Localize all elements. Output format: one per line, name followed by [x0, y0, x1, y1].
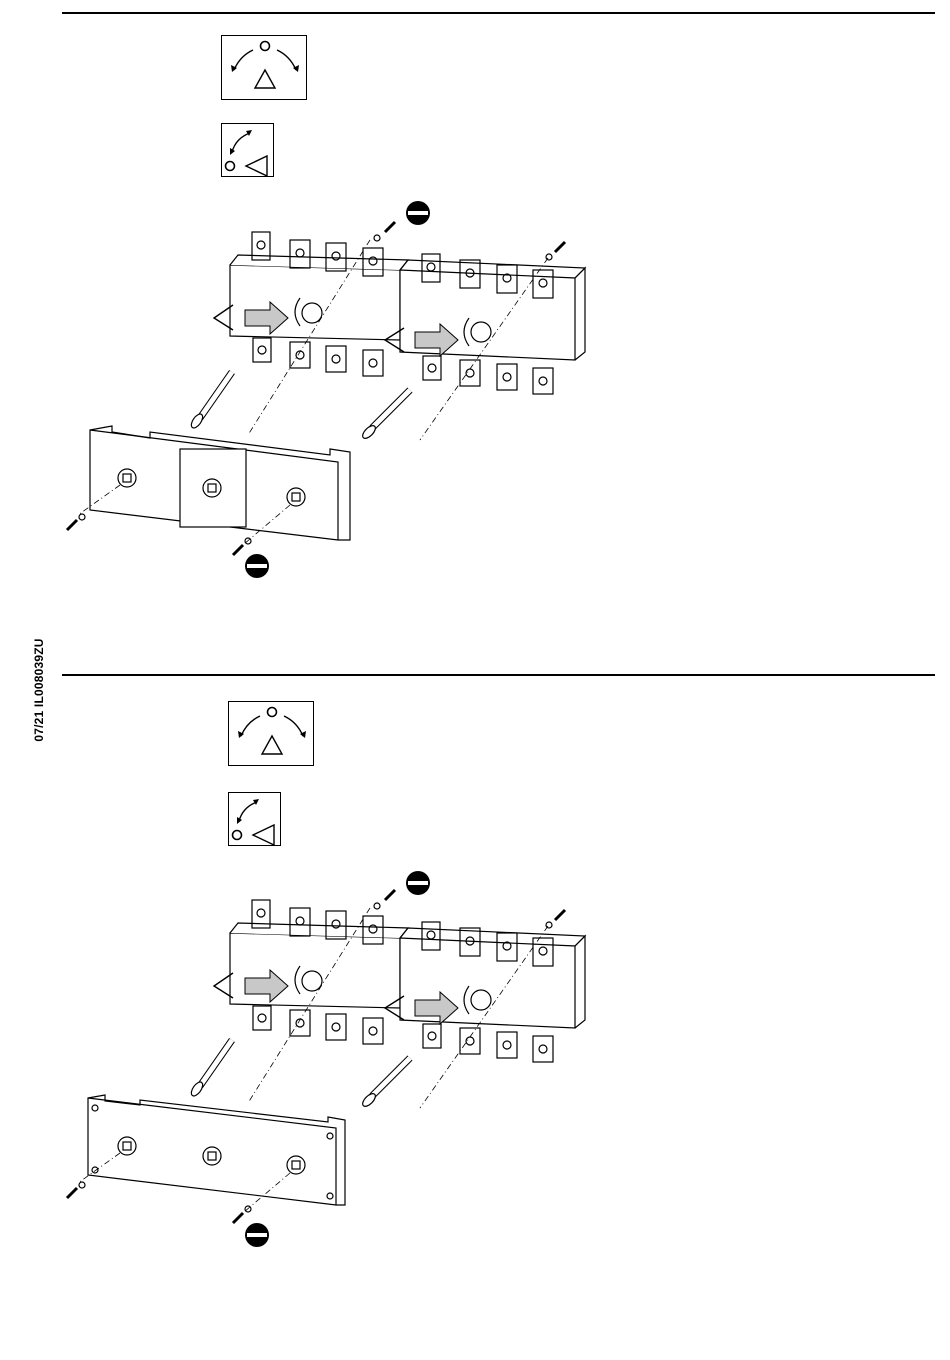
no-entry-icon: [406, 871, 430, 895]
no-entry-icon: [245, 1223, 269, 1247]
